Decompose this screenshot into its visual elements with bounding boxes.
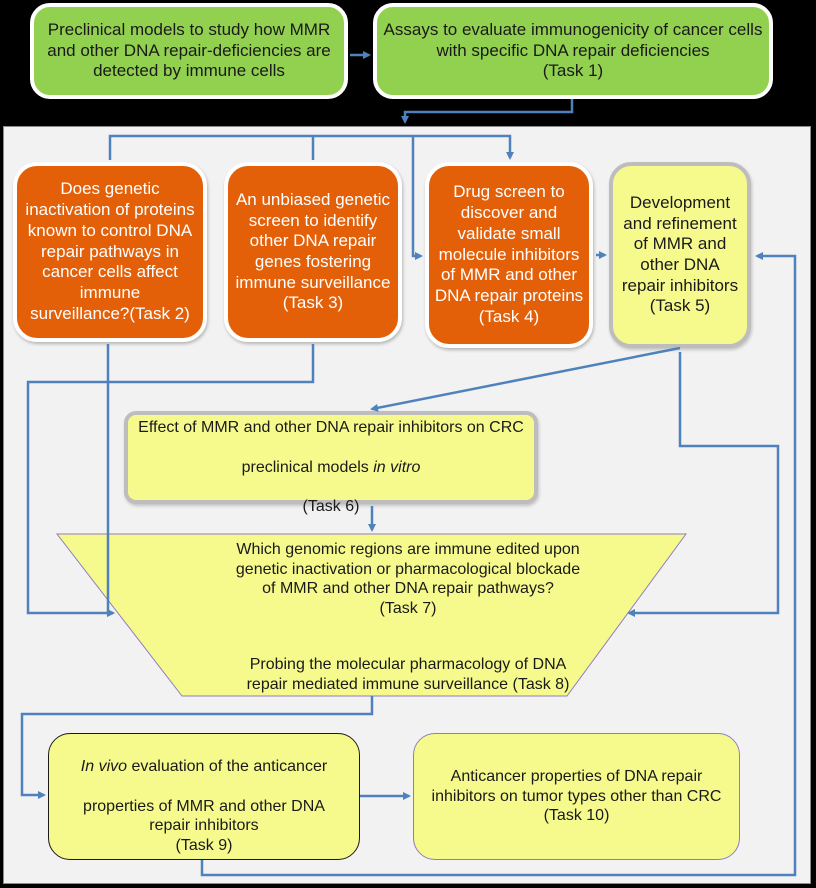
task5-text: Development and refinement of MMR and ot…	[621, 192, 739, 316]
task9-text: In vivo evaluation of the anticancer pro…	[81, 738, 327, 855]
task3-box: An unbiased genetic screen to identify o…	[224, 162, 402, 342]
task9-rest: properties of MMR and other DNA repair i…	[83, 797, 325, 854]
task6-line1: Effect of MMR and other DNA repair inhib…	[138, 419, 524, 437]
task9-italic-prefix: In vivo	[80, 758, 128, 776]
task2-text: Does genetic inactivation of proteins kn…	[25, 179, 195, 323]
task6-line2-prefix: preclinical models	[241, 458, 374, 476]
task9-line1-rest: evaluation of the anticancer	[127, 758, 328, 776]
task4-box: Drug screen to discover and validate sma…	[425, 162, 593, 348]
task9-box: In vivo evaluation of the anticancer pro…	[48, 733, 360, 860]
task6-line2-italic: in vitro	[373, 458, 421, 476]
task1-text: Assays to evaluate immunogenicity of can…	[383, 19, 763, 81]
task2-box: Does genetic inactivation of proteins kn…	[13, 162, 207, 342]
task10-text: Anticancer properties of DNA repair inhi…	[431, 768, 722, 825]
task7-text: Which genomic regions are immune edited …	[235, 541, 581, 617]
task4-text: Drug screen to discover and validate sma…	[434, 182, 584, 326]
task5-box: Development and refinement of MMR and ot…	[609, 162, 751, 348]
task1-box: Assays to evaluate immunogenicity of can…	[373, 3, 773, 99]
task6-text: Effect of MMR and other DNA repair inhib…	[138, 399, 524, 516]
task8-text: Probing the molecular pharmacology of DN…	[246, 656, 570, 693]
task3-text: An unbiased genetic screen to identify o…	[235, 189, 391, 313]
preclinical-models-text: Preclinical models to study how MMR and …	[47, 19, 331, 81]
task10-box: Anticancer properties of DNA repair inhi…	[413, 733, 740, 860]
task6-line3: (Task 6)	[302, 497, 360, 515]
preclinical-models-box: Preclinical models to study how MMR and …	[30, 3, 348, 99]
arrow-task1-to-panel	[401, 99, 574, 124]
task6-box: Effect of MMR and other DNA repair inhib…	[124, 411, 538, 515]
